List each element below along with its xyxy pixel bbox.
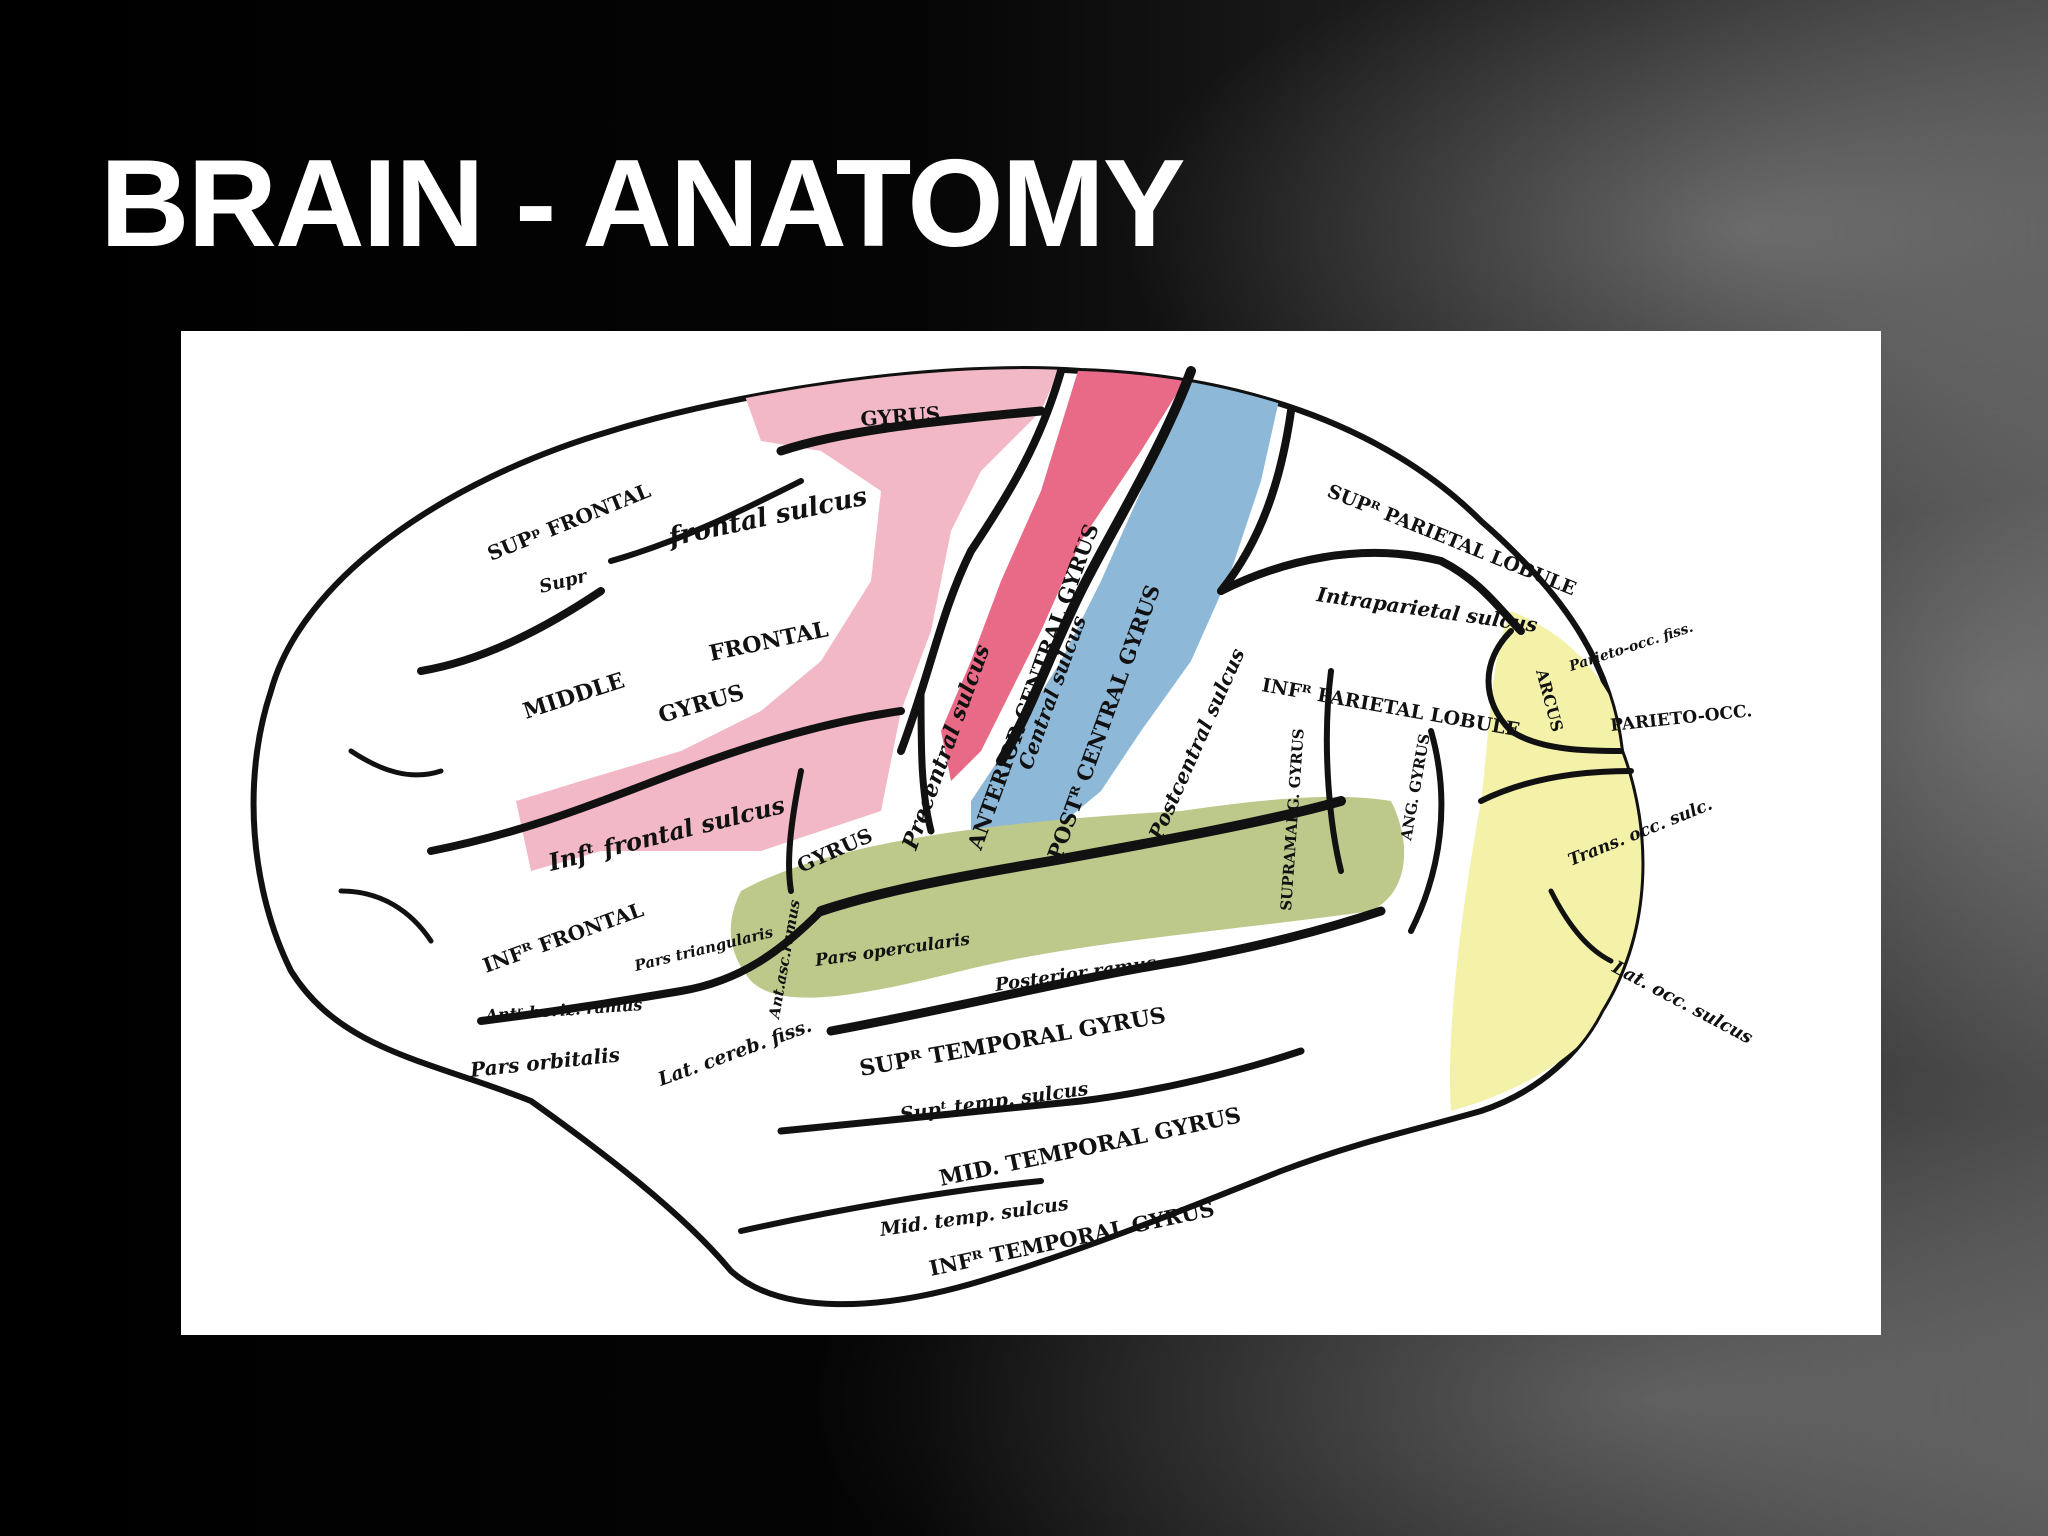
sup-temporal-gyrus-region — [730, 796, 1405, 998]
label-gyrus-top: GYRUS — [860, 401, 941, 431]
post-central-gyrus-region — [971, 371, 1281, 861]
sulci-lines — [338, 366, 1634, 1234]
slide-title: BRAIN - ANATOMY — [100, 135, 1186, 273]
anterior-central-gyrus-region — [941, 369, 1191, 781]
label-lat-occ-sulcus: Lat. occ. sulcus — [1608, 956, 1756, 1048]
frontal-gyrus-region — [516, 369, 1061, 871]
occipital-pole-highlight — [1571, 1041, 1642, 1181]
occipital-region — [1450, 611, 1642, 1111]
brain-illustration: GYRUS SUPᵖ FRONTAL frontal sulcus Supr M… — [250, 366, 1756, 1308]
brain-diagram: GYRUS SUPᵖ FRONTAL frontal sulcus Supr M… — [181, 331, 1881, 1335]
label-parieto-occ: PARIETO-OCC. — [1609, 701, 1753, 736]
